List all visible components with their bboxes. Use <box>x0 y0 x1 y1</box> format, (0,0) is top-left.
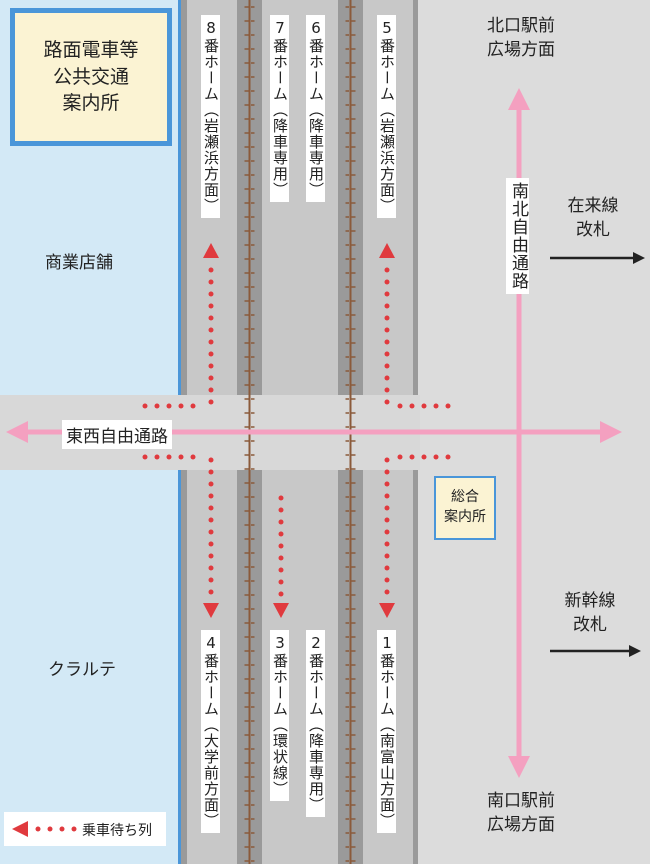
commercial-stores-label: 商業店舗 <box>45 253 113 273</box>
shinkansen-gate-arrow <box>550 645 641 657</box>
kurarute-label: クラルテ <box>48 660 116 680</box>
conventional-gate-arrow <box>550 252 645 264</box>
platform-1-label: 1番ホーム（南富山方面） <box>377 630 396 833</box>
north-south-passage-label: 南北自由通路 <box>506 178 529 294</box>
south-exit-label: 南口駅前 広場方面 <box>487 791 555 835</box>
platform-8-label: 8番ホーム（岩瀬浜方面） <box>201 15 220 218</box>
queue-line-3 <box>273 495 289 618</box>
east-west-passage-label: 東西自由通路 <box>62 420 172 449</box>
tram-info-center[interactable]: 路面電車等 公共交通 案内所 <box>10 8 172 146</box>
legend-symbol <box>12 821 77 837</box>
platform-3-label: 3番ホーム（環状線） <box>270 630 289 801</box>
queue-line-4 <box>142 454 219 618</box>
queue-lines <box>142 243 451 618</box>
queue-line-1 <box>379 454 451 618</box>
north-exit-label: 北口駅前 広場方面 <box>487 16 555 60</box>
platform-6-label: 6番ホーム（降車専用） <box>306 15 325 202</box>
legend-box <box>4 812 166 846</box>
shinkansen-gate-label: 新幹線 改札 <box>564 591 616 635</box>
queue-line-8 <box>142 243 219 409</box>
general-info-center[interactable]: 総合 案内所 <box>434 476 496 540</box>
platform-4-label: 4番ホーム（大学前方面） <box>201 630 220 833</box>
queue-line-5 <box>379 243 451 409</box>
platform-7-label: 7番ホーム（降車専用） <box>270 15 289 202</box>
left-kurarute-area <box>0 470 181 864</box>
platform-2-label: 2番ホーム（降車専用） <box>306 630 325 817</box>
conventional-line-gate-label: 在来線 改札 <box>567 196 619 240</box>
platform-5-label: 5番ホーム（岩瀬浜方面） <box>377 15 396 218</box>
legend-queue-label: 乗車待ち列 <box>82 823 152 839</box>
